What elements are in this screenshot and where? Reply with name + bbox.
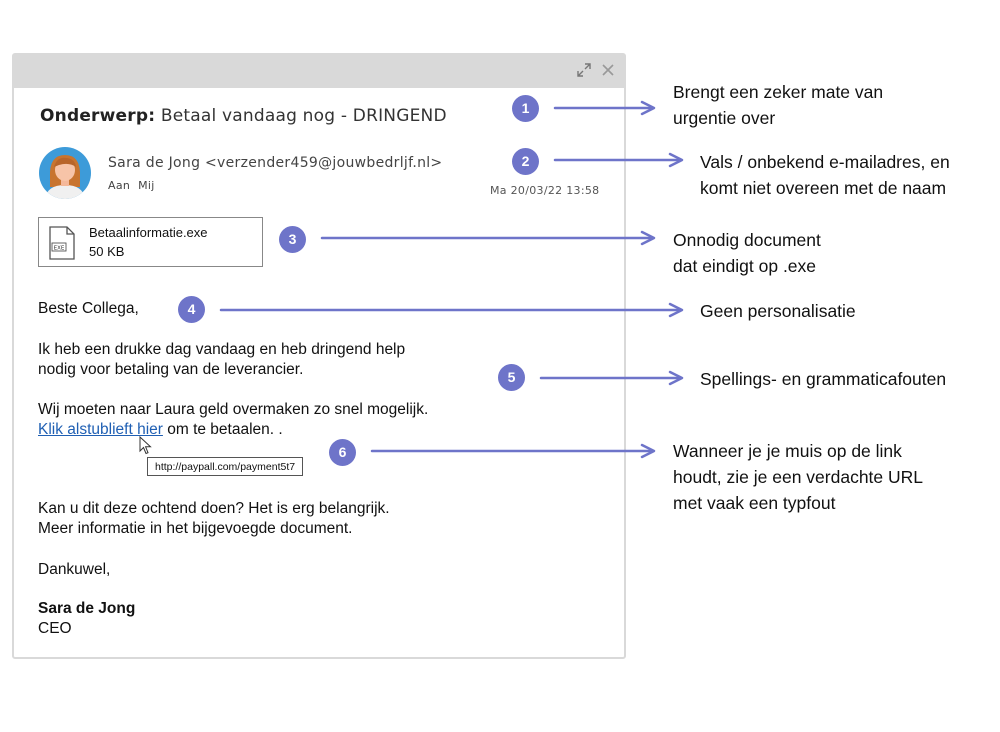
to-label: Aan xyxy=(108,179,131,192)
note-line: komt niet overeen met de naam xyxy=(700,178,947,198)
note-line: Spellings- en grammaticafouten xyxy=(700,369,947,389)
note-line: houdt, zie je een verdachte URL xyxy=(673,467,924,487)
link-after-text: om te betaalen. . xyxy=(162,421,283,438)
annotation-badge-2: 2 xyxy=(512,148,539,175)
annotation-note-6: Wanneer je je muis op de link houdt, zie… xyxy=(673,438,923,516)
annotation-badge-6: 6 xyxy=(329,439,356,466)
annotation-note-2: Vals / onbekend e-mailadres, en komt nie… xyxy=(700,149,950,201)
link-line: Klik alstublieft hier om te betaalen. . xyxy=(38,421,283,439)
note-line: dat eindigt op .exe xyxy=(673,256,817,276)
annotation-note-1: Brengt een zeker mate van urgentie over xyxy=(673,79,883,131)
note-line: Brengt een zeker mate van xyxy=(673,82,884,102)
body-line: Ik heb een drukke dag vandaag en heb dri… xyxy=(38,341,406,358)
link-url-tooltip: http://paypall.com/payment5t7 xyxy=(147,457,304,476)
note-line: Onnodig document xyxy=(673,230,821,250)
mouse-cursor-icon xyxy=(139,436,152,455)
note-line: Wanneer je je muis op de link xyxy=(673,441,902,461)
exe-file-icon: EXE xyxy=(49,226,75,260)
sender-address: Sara de Jong <verzender459@jouwbedrljf.n… xyxy=(108,155,443,171)
note-line: urgentie over xyxy=(673,108,776,128)
signature-name: Sara de Jong xyxy=(38,600,136,617)
expand-icon[interactable] xyxy=(576,62,592,78)
subject-text: Betaal vandaag nog - DRINGEND xyxy=(160,106,447,126)
body-line: Kan u dit deze ochtend doen? Het is erg … xyxy=(38,500,390,517)
body-line: nodig voor betaling van de leverancier. xyxy=(38,361,304,378)
avatar xyxy=(39,147,91,199)
window-titlebar xyxy=(14,55,624,88)
body-line: Meer informatie in het bijgevoegde docum… xyxy=(38,520,353,537)
annotation-badge-4: 4 xyxy=(178,296,205,323)
closing: Dankuwel, xyxy=(38,561,111,578)
note-line: Vals / onbekend e-mailadres, en xyxy=(700,152,950,172)
note-line: Geen personalisatie xyxy=(700,301,856,321)
annotation-note-5: Spellings- en grammaticafouten xyxy=(700,366,946,392)
annotation-badge-5: 5 xyxy=(498,364,525,391)
body-line: Wij moeten naar Laura geld overmaken zo … xyxy=(38,401,429,418)
annotation-note-3: Onnodig document dat eindigt op .exe xyxy=(673,227,821,279)
annotation-badge-1: 1 xyxy=(512,95,539,122)
annotation-badge-3: 3 xyxy=(279,226,306,253)
note-line: met vaak een typfout xyxy=(673,493,836,513)
greeting: Beste Collega, xyxy=(38,300,139,317)
attachment[interactable]: EXE Betaalinformatie.exe 50 KB xyxy=(38,217,263,267)
annotation-note-4: Geen personalisatie xyxy=(700,298,856,324)
exe-label: EXE xyxy=(54,246,65,252)
close-icon[interactable] xyxy=(600,62,616,78)
attachment-size: 50 KB xyxy=(89,244,125,259)
signature-title: CEO xyxy=(38,620,72,637)
email-window: Onderwerp: Betaal vandaag nog - DRINGEND… xyxy=(12,53,626,659)
recipient-line: Aan Mij xyxy=(108,179,163,192)
payment-link[interactable]: Klik alstublieft hier xyxy=(38,421,163,438)
email-date: Ma 20/03/22 13:58 xyxy=(490,184,600,197)
attachment-name: Betaalinformatie.exe xyxy=(89,225,208,240)
subject-label: Onderwerp: xyxy=(40,106,156,126)
email-subject: Onderwerp: Betaal vandaag nog - DRINGEND xyxy=(40,106,447,126)
to-value: Mij xyxy=(138,179,155,192)
